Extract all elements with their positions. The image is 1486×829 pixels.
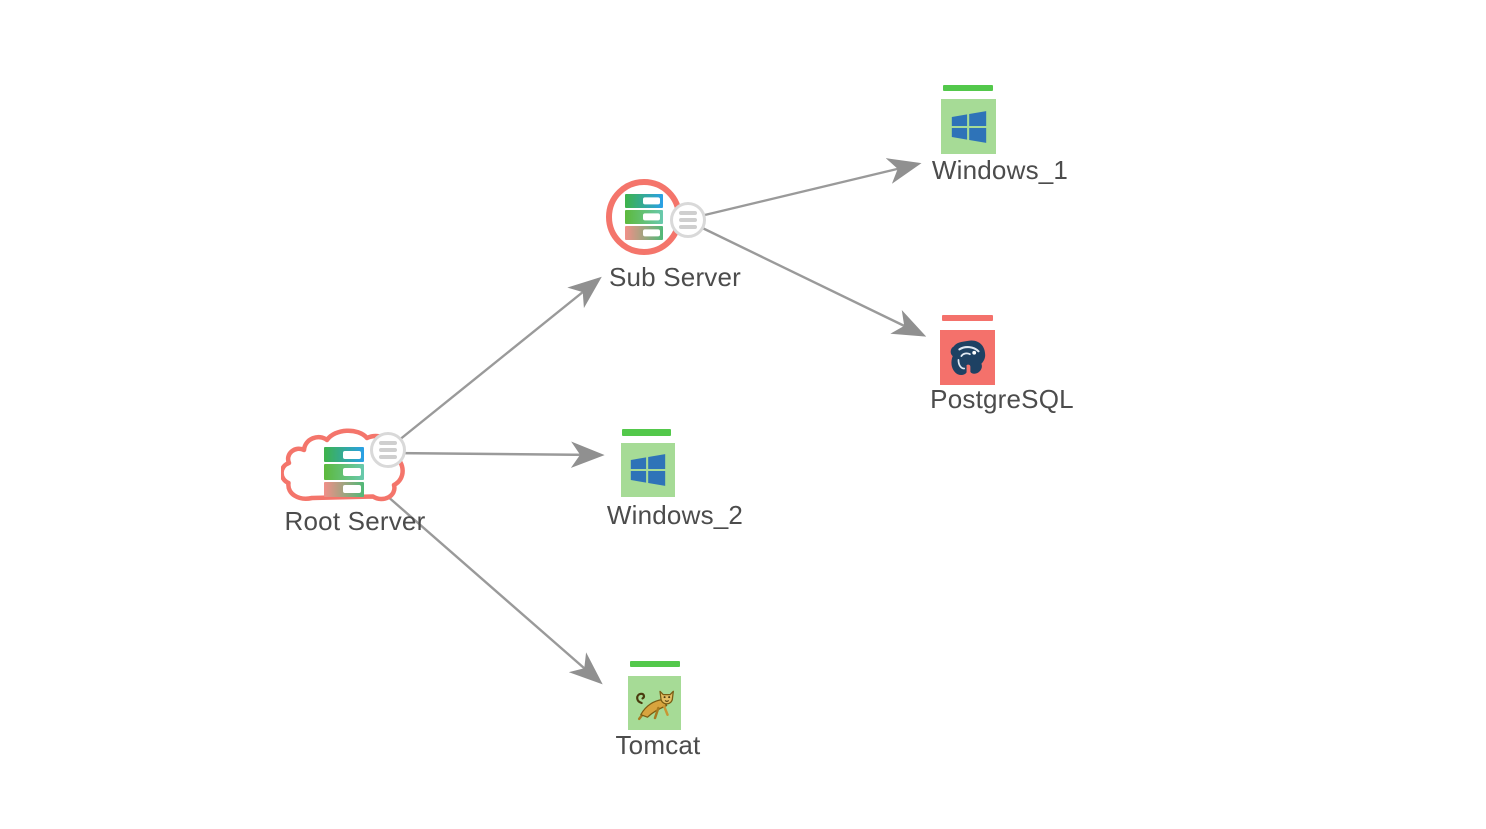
tomcat-node[interactable]	[628, 676, 681, 730]
hamburger-icon	[679, 211, 697, 215]
windows1-node[interactable]	[941, 99, 996, 154]
hamburger-icon	[379, 441, 397, 445]
status-bar	[942, 315, 993, 321]
windows1-label: Windows_1	[931, 155, 1069, 185]
root-server-menu-button[interactable]	[370, 432, 406, 468]
status-bar	[622, 429, 671, 436]
windows2-node[interactable]	[621, 443, 675, 497]
postgresql-node[interactable]	[940, 330, 995, 385]
tomcat-label: Tomcat	[615, 730, 701, 760]
postgresql-logo-icon	[950, 339, 985, 375]
status-bar	[943, 85, 993, 91]
windows-logo-icon	[630, 454, 666, 486]
root-server-label: Root Server	[284, 506, 426, 536]
edge-root-to-sub	[387, 276, 602, 450]
windows2-label: Windows_2	[606, 500, 744, 530]
sub-server-label: Sub Server	[608, 262, 742, 292]
edge-root-to-windows2	[387, 441, 605, 468]
edge-sub-to-windows1	[687, 158, 922, 221]
server-rack-icon	[324, 447, 364, 497]
edge-root-to-tomcat	[385, 494, 603, 685]
edge-sub-to-postgresql	[687, 219, 927, 337]
server-rack-icon	[625, 194, 663, 240]
tomcat-logo-icon	[635, 690, 674, 721]
postgresql-label: PostgreSQL	[930, 384, 1074, 414]
status-bar	[630, 661, 680, 667]
sub-server-menu-button[interactable]	[670, 202, 706, 238]
windows-logo-icon	[951, 110, 986, 143]
